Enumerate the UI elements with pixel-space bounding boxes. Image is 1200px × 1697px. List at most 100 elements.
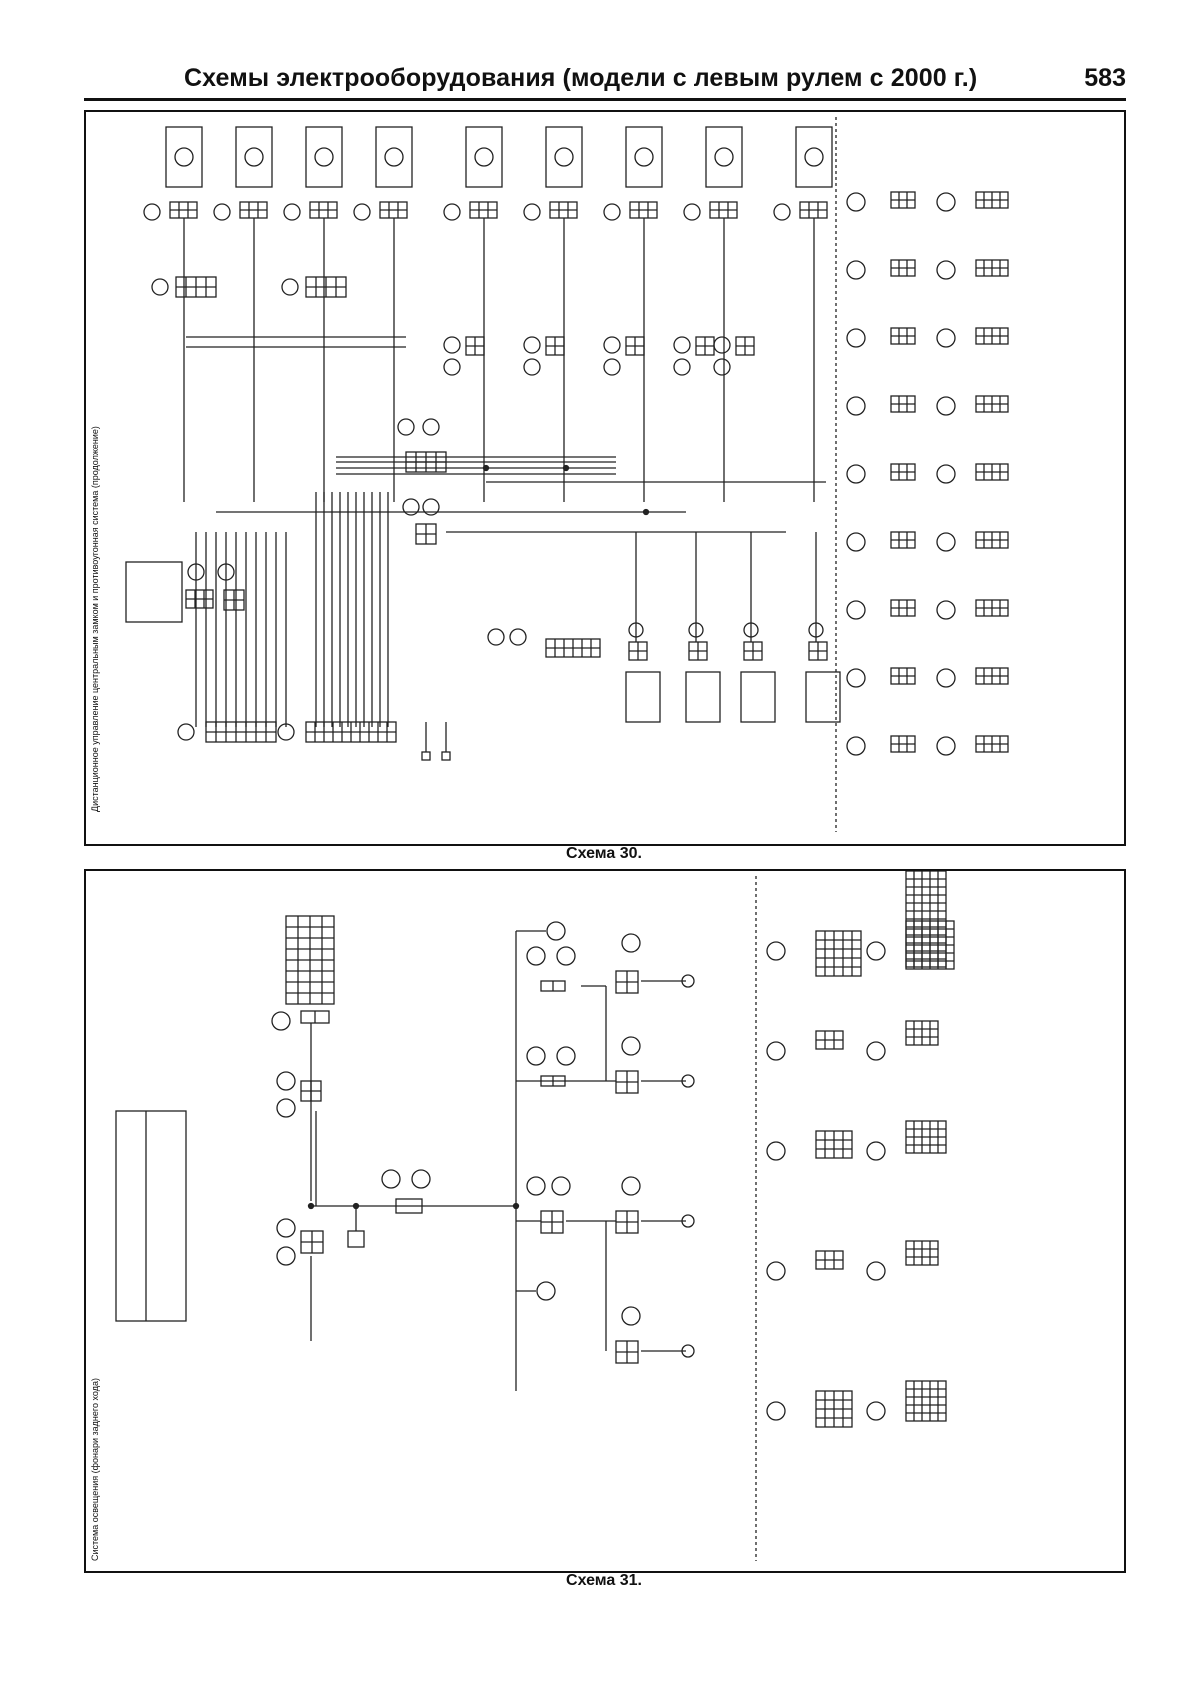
connector-tag (866, 1141, 886, 1161)
connector-tag (276, 1218, 296, 1238)
connector-block (545, 126, 583, 188)
connector-tag (713, 336, 731, 354)
diagram-31-wiring (115, 871, 955, 1561)
connector-tag (846, 464, 866, 484)
connector-tag (713, 358, 731, 376)
connector-tag (846, 736, 866, 756)
connector-tag (217, 563, 235, 581)
diagram-31-caption: Схема 31. (566, 1572, 642, 1589)
diagram-31-side-title: Система освещения (фонари заднего хода) (90, 1378, 100, 1561)
connector-tag (936, 464, 956, 484)
motor-symbol (554, 147, 574, 167)
connector-tag (177, 723, 195, 741)
connector-tag (846, 600, 866, 620)
connector-block (805, 671, 841, 723)
connector-block (125, 561, 183, 623)
connector-tag (411, 1169, 431, 1189)
connector-tag (422, 498, 440, 516)
motor-symbol (804, 147, 824, 167)
connector-tag (283, 203, 301, 221)
connector-tag (143, 203, 161, 221)
connector-block (421, 751, 431, 761)
connector-block (705, 126, 743, 188)
motor-symbol (314, 147, 334, 167)
wire-junction (642, 508, 650, 516)
connector-block (395, 1198, 423, 1214)
connector-tag (936, 668, 956, 688)
connector-tag (683, 203, 701, 221)
motor-symbol (714, 147, 734, 167)
motor-symbol (384, 147, 404, 167)
connector-block (625, 671, 661, 723)
connector-tag (936, 328, 956, 348)
connector-tag (866, 1401, 886, 1421)
connector-block (441, 751, 451, 761)
connector-tag (621, 1176, 641, 1196)
connector-tag (523, 336, 541, 354)
connector-tag (603, 203, 621, 221)
connector-block (465, 126, 503, 188)
connector-tag (621, 1306, 641, 1326)
connector-tag (681, 1344, 695, 1358)
connector-tag (846, 192, 866, 212)
connector-tag (187, 563, 205, 581)
connector-tag (621, 933, 641, 953)
connector-tag (621, 1036, 641, 1056)
connector-block (795, 126, 833, 188)
connector-tag (397, 418, 415, 436)
connector-tag (526, 946, 546, 966)
connector-tag (681, 974, 695, 988)
connector-tag (443, 336, 461, 354)
connector-tag (402, 498, 420, 516)
page-number: 583 (1084, 64, 1126, 92)
connector-tag (487, 628, 505, 646)
connector-tag (523, 358, 541, 376)
connector-block (165, 126, 203, 188)
connector-block (235, 126, 273, 188)
connector-tag (277, 723, 295, 741)
connector-tag (509, 628, 527, 646)
connector-tag (866, 1261, 886, 1281)
connector-tag (936, 600, 956, 620)
connector-tag (866, 1041, 886, 1061)
connector-tag (766, 1401, 786, 1421)
connector-tag (276, 1098, 296, 1118)
connector-block (375, 126, 413, 188)
diagram-30-caption: Схема 30. (566, 845, 642, 862)
connector-tag (936, 260, 956, 280)
connector-tag (276, 1246, 296, 1266)
diagram-30-frame: Дистанционное управление центральным зам… (84, 110, 1126, 846)
connector-tag (773, 203, 791, 221)
wire-junction (307, 1202, 315, 1210)
connector-tag (556, 1046, 576, 1066)
connector-tag (603, 336, 621, 354)
connector-tag (551, 1176, 571, 1196)
connector-block (305, 126, 343, 188)
connector-tag (766, 1141, 786, 1161)
connector-block (347, 1230, 365, 1248)
connector-block (905, 1380, 947, 1422)
page-title: Схемы электрооборудования (модели с левы… (184, 64, 978, 92)
page-header: Схемы электрооборудования (модели с левы… (84, 64, 1126, 102)
connector-tag (766, 1261, 786, 1281)
connector-tag (846, 328, 866, 348)
connector-tag (766, 941, 786, 961)
connector-tag (281, 278, 299, 296)
connector-tag (603, 358, 621, 376)
connector-tag (353, 203, 371, 221)
motor-symbol (634, 147, 654, 167)
motor-symbol (474, 147, 494, 167)
connector-tag (681, 1074, 695, 1088)
connector-tag (766, 1041, 786, 1061)
connector-tag (681, 1214, 695, 1228)
connector-tag (271, 1011, 291, 1031)
diagram-31-frame: Система освещения (фонари заднего хода) (84, 869, 1126, 1573)
connector-tag (213, 203, 231, 221)
connector-tag (276, 1071, 296, 1091)
wire-junction (562, 464, 570, 472)
connector-tag (846, 668, 866, 688)
connector-tag (422, 418, 440, 436)
motor-symbol (244, 147, 264, 167)
connector-tag (523, 203, 541, 221)
connector-tag (673, 336, 691, 354)
